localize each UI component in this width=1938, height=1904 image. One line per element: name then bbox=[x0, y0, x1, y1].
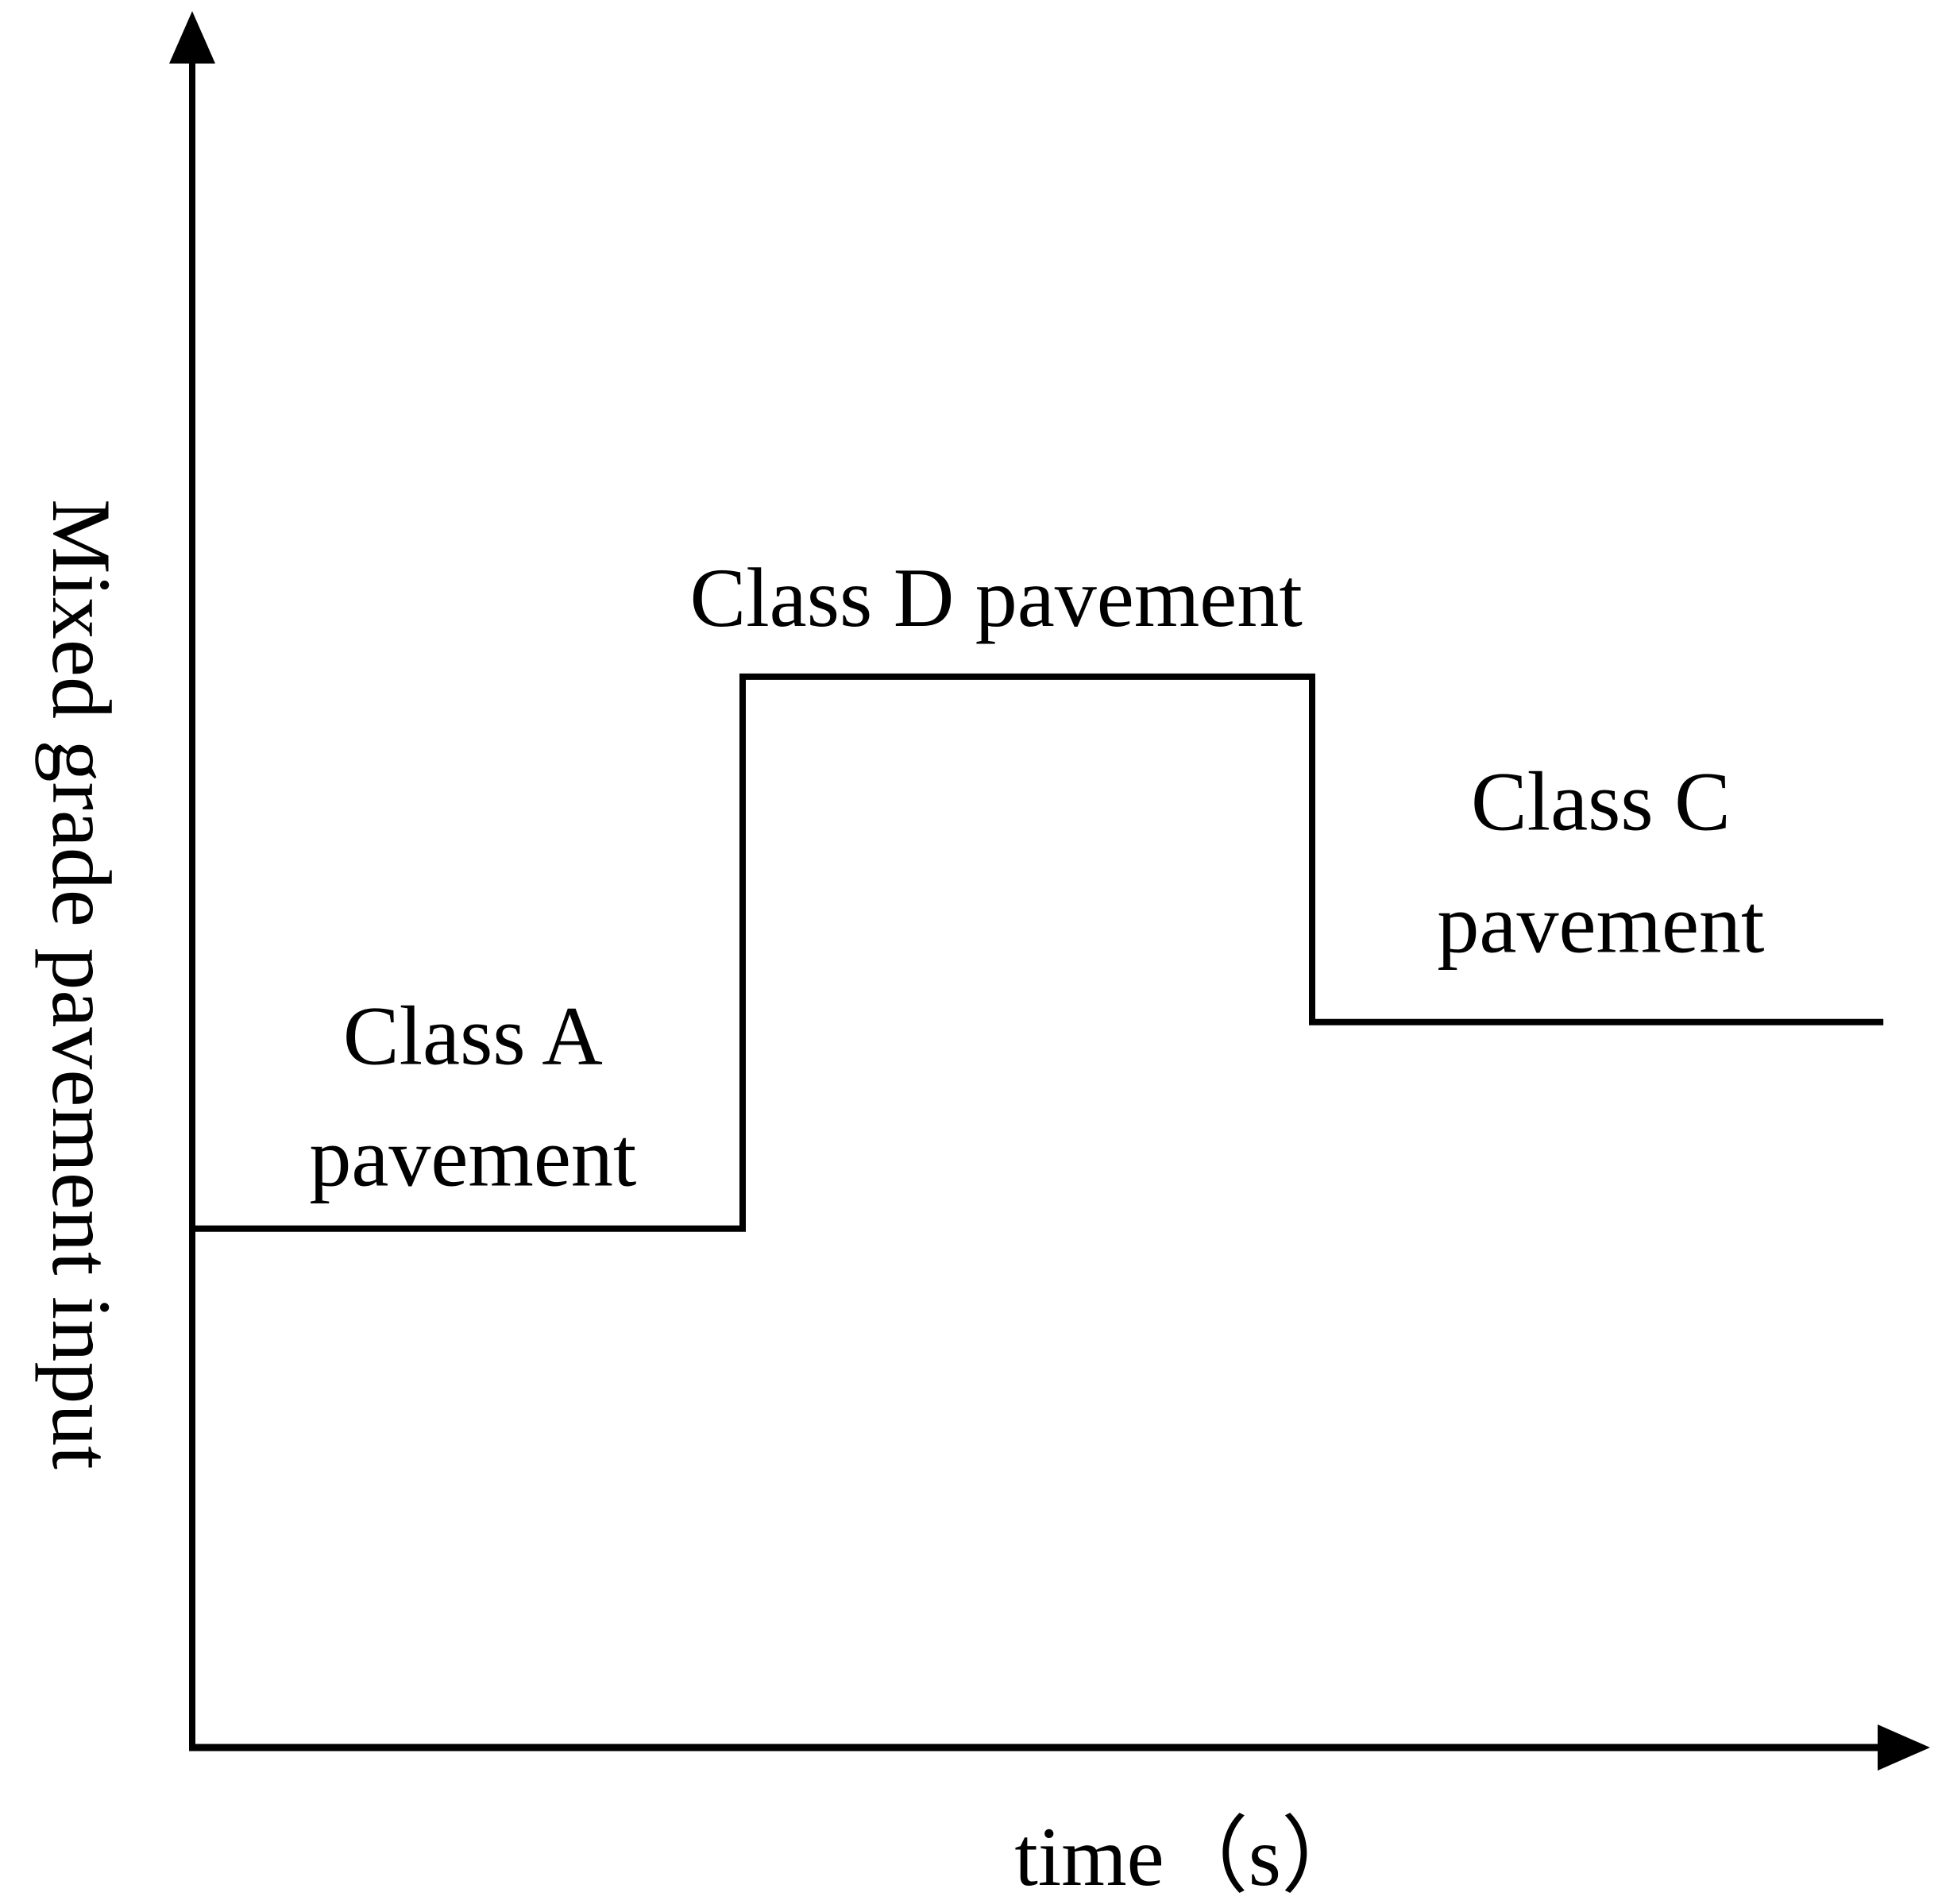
annotation-line: Class C bbox=[1470, 755, 1731, 848]
step-input-line bbox=[192, 673, 1884, 1232]
annotation-line: Class A bbox=[342, 988, 603, 1082]
annotation-class-c-pavement: Class C pavement bbox=[1437, 740, 1764, 984]
annotation-line: pavement bbox=[1437, 876, 1765, 970]
y-axis-label: Mixed grade pavement input bbox=[35, 499, 129, 1470]
x-axis-label: time（s） bbox=[1014, 1810, 1365, 1904]
annotation-line: pavement bbox=[309, 1110, 637, 1204]
annotation-line: Class D pavement bbox=[689, 550, 1303, 644]
annotation-class-a-pavement: Class A pavement bbox=[309, 975, 636, 1218]
y-axis-arrowhead-icon bbox=[169, 11, 215, 64]
x-axis-arrowhead-icon bbox=[1878, 1724, 1930, 1771]
annotation-class-d-pavement: Class D pavement bbox=[690, 537, 1303, 659]
